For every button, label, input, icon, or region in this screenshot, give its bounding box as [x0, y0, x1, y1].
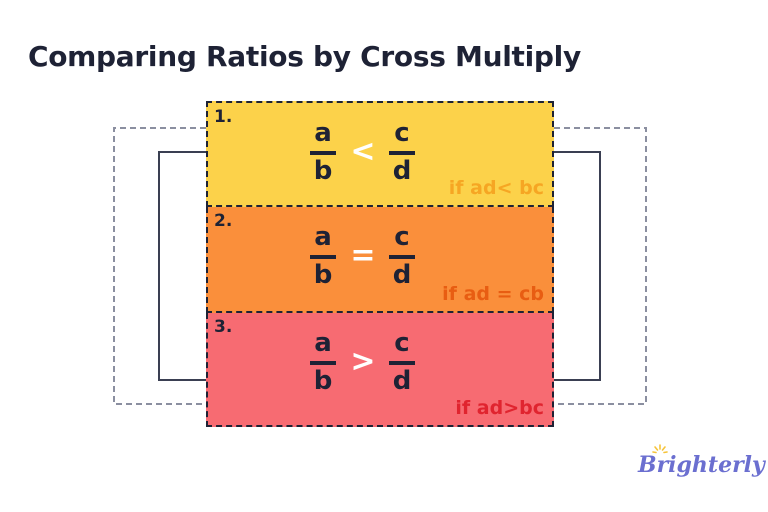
- condition-label: if ad< bc: [448, 177, 544, 199]
- denominator: d: [392, 366, 412, 396]
- right-fraction: c d: [389, 221, 415, 293]
- logo-text: Brighterly: [638, 452, 765, 478]
- page-title: Comparing Ratios by Cross Multiply: [28, 40, 581, 73]
- numerator: c: [394, 328, 410, 358]
- right-solid-connector: [554, 151, 601, 381]
- row-number: 1.: [214, 107, 233, 127]
- ratio-expression: a b = c d: [308, 221, 428, 293]
- right-dashed-connector: [554, 127, 647, 405]
- denominator: b: [313, 156, 333, 186]
- ratio-expression: a b > c d: [308, 327, 428, 399]
- left-solid-connector: [158, 151, 206, 381]
- numerator: a: [314, 328, 332, 358]
- denominator: b: [313, 366, 333, 396]
- left-fraction: a b: [310, 327, 336, 399]
- row-number: 2.: [214, 211, 233, 231]
- fraction-bar: [310, 255, 336, 259]
- ratio-expression: a b < c d: [308, 117, 428, 189]
- ratio-row-greater-than: 3. a b > c d if ad>bc: [206, 313, 554, 427]
- fraction-bar: [389, 151, 415, 155]
- ratio-row-less-than: 1. a b < c d if ad< bc: [206, 101, 554, 207]
- numerator: c: [394, 222, 410, 252]
- left-fraction: a b: [310, 117, 336, 189]
- denominator: d: [392, 156, 412, 186]
- fraction-bar: [310, 361, 336, 365]
- right-fraction: c d: [389, 327, 415, 399]
- ratio-row-equal: 2. a b = c d if ad = cb: [206, 207, 554, 313]
- sun-icon: [652, 444, 668, 454]
- fraction-bar: [389, 255, 415, 259]
- brighterly-logo: Brighterly: [638, 444, 765, 484]
- numerator: c: [394, 118, 410, 148]
- comparison-operator: >: [350, 344, 376, 379]
- numerator: a: [314, 222, 332, 252]
- fraction-bar: [389, 361, 415, 365]
- condition-label: if ad>bc: [455, 397, 544, 419]
- comparison-operator: =: [350, 238, 376, 273]
- numerator: a: [314, 118, 332, 148]
- row-number: 3.: [214, 317, 233, 337]
- denominator: b: [313, 260, 333, 290]
- right-fraction: c d: [389, 117, 415, 189]
- fraction-bar: [310, 151, 336, 155]
- left-fraction: a b: [310, 221, 336, 293]
- left-dashed-connector: [113, 127, 206, 405]
- denominator: d: [392, 260, 412, 290]
- comparison-operator: <: [350, 134, 376, 169]
- condition-label: if ad = cb: [442, 283, 544, 305]
